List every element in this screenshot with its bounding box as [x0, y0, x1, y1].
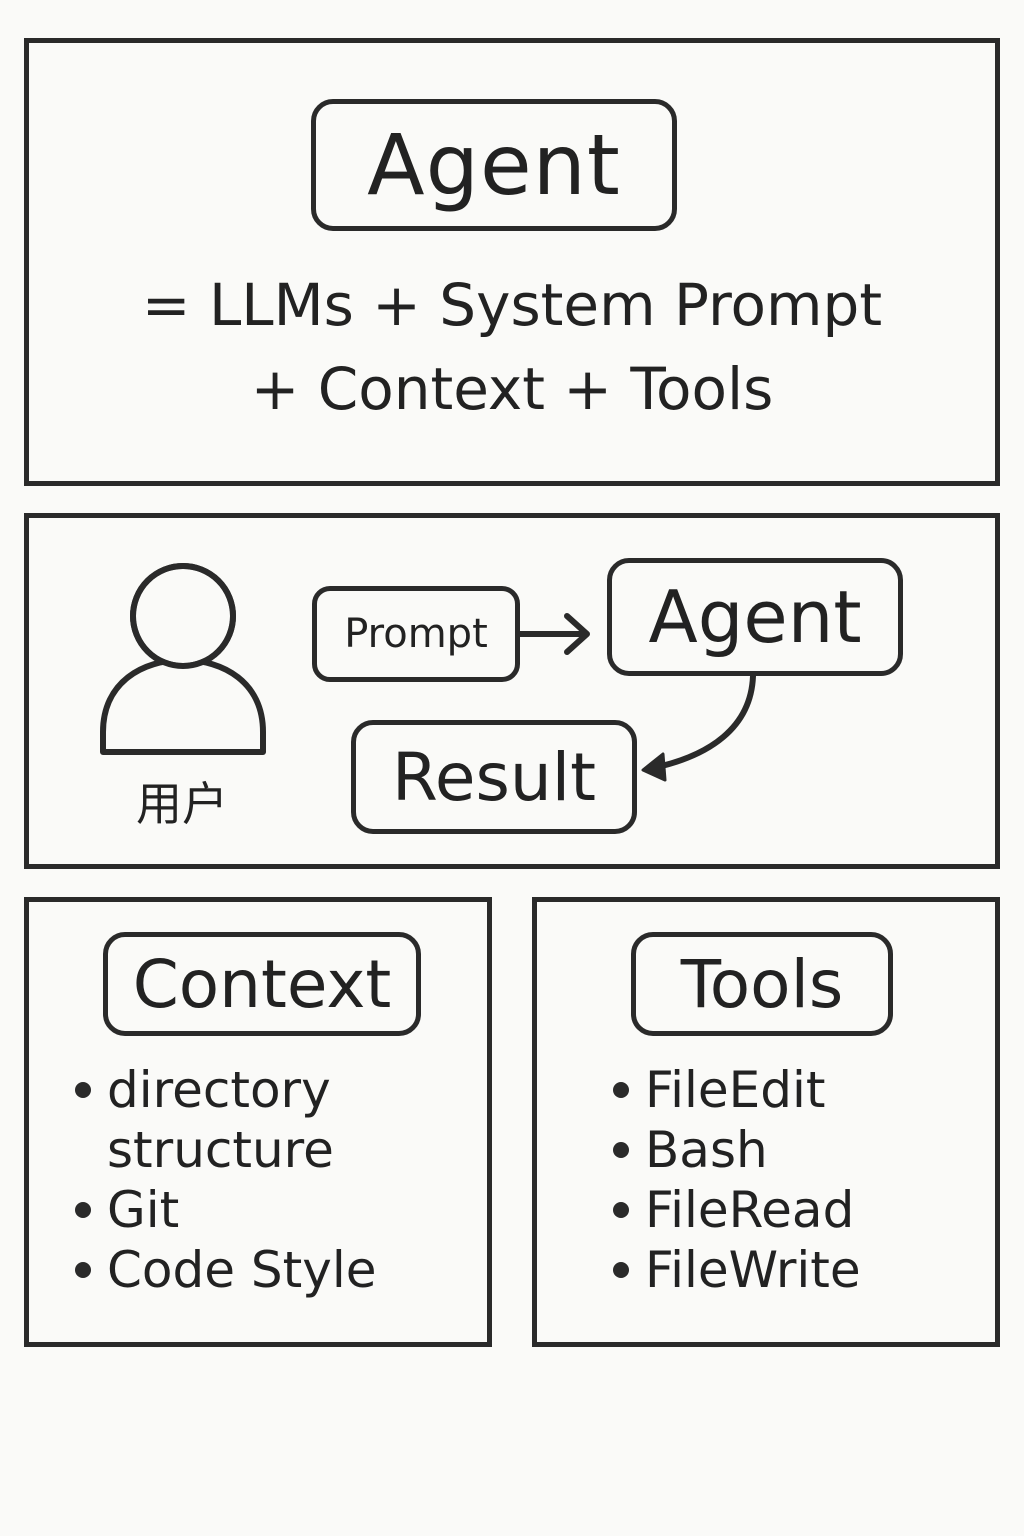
agent-box: Agent [607, 558, 903, 676]
agent-flow-panel: 用户 Prompt Agent Result [24, 513, 1000, 869]
list-item: Bash [611, 1120, 991, 1180]
list-item: FileWrite [611, 1240, 991, 1300]
tools-panel: Tools FileEdit Bash FileRead FileWrite [532, 897, 1000, 1347]
list-item-label: Git [107, 1181, 180, 1239]
result-box: Result [351, 720, 637, 834]
bullet-icon [75, 1262, 91, 1278]
list-item: Code Style [73, 1240, 483, 1300]
bullet-icon [613, 1262, 629, 1278]
list-item-label: FileRead [645, 1181, 855, 1239]
list-item-label: directory structure [107, 1061, 334, 1179]
list-item: directory structure [73, 1060, 483, 1180]
user-label: 用户 [136, 777, 228, 831]
tools-title: Tools [631, 932, 893, 1036]
context-list: directory structure Git Code Style [73, 1060, 483, 1300]
context-panel: Context directory structure Git Code Sty… [24, 897, 492, 1347]
tools-list: FileEdit Bash FileRead FileWrite [611, 1060, 991, 1300]
agent-definition-panel: Agent = LLMs + System Prompt + Context +… [24, 38, 1000, 486]
prompt-box: Prompt [312, 586, 520, 682]
list-item-label: Bash [645, 1121, 768, 1179]
user-icon [100, 563, 266, 755]
agent-title: Agent [311, 99, 677, 231]
list-item: Git [73, 1180, 483, 1240]
formula-line-2: + Context + Tools [250, 355, 774, 423]
bullet-icon [613, 1202, 629, 1218]
curved-arrow-icon [641, 673, 756, 782]
list-item: FileRead [611, 1180, 991, 1240]
arrow-right-icon [517, 613, 590, 655]
bullet-icon [75, 1082, 91, 1098]
formula-line-1: = LLMs + System Prompt [141, 271, 883, 339]
bullet-icon [613, 1142, 629, 1158]
bullet-icon [75, 1202, 91, 1218]
list-item-label: FileWrite [645, 1241, 861, 1299]
context-title: Context [103, 932, 421, 1036]
bullet-icon [613, 1082, 629, 1098]
list-item-label: FileEdit [645, 1061, 826, 1119]
list-item-label: Code Style [107, 1241, 377, 1299]
list-item: FileEdit [611, 1060, 991, 1120]
